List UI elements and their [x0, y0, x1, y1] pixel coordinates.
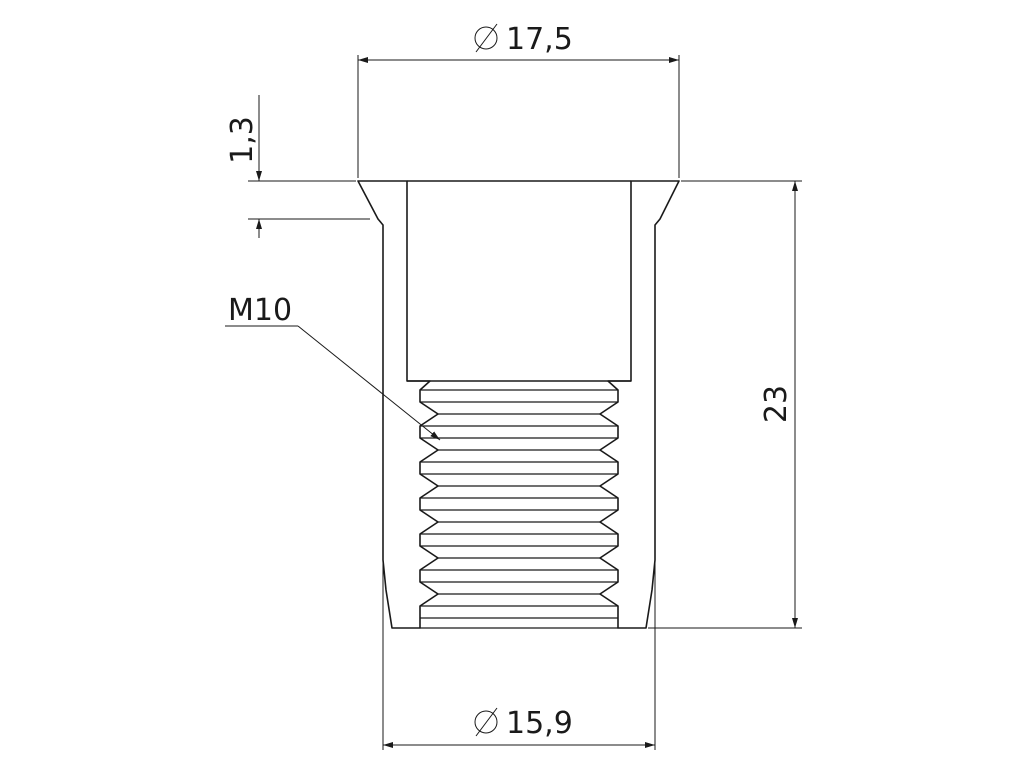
diameter-symbol-icon	[474, 707, 498, 737]
diameter-symbol-icon	[474, 23, 498, 53]
body-diameter-label: 15,9	[506, 706, 573, 741]
thread-crest-lines	[420, 389, 618, 629]
left-wall	[357, 180, 439, 629]
thread-callout: M10	[225, 293, 441, 441]
length-label: 23	[759, 385, 794, 423]
dim-flange-diameter: 17,5	[357, 22, 680, 178]
dim-flange-thickness: 1,3	[225, 95, 370, 238]
section-walls	[357, 180, 680, 629]
right-wall	[599, 180, 680, 629]
dim-body-diameter: 15,9	[382, 560, 656, 750]
dim-length: 23	[648, 180, 802, 629]
thread-label: M10	[228, 293, 292, 328]
flange-thickness-label: 1,3	[225, 116, 260, 164]
flange-diameter-label: 17,5	[506, 22, 573, 57]
